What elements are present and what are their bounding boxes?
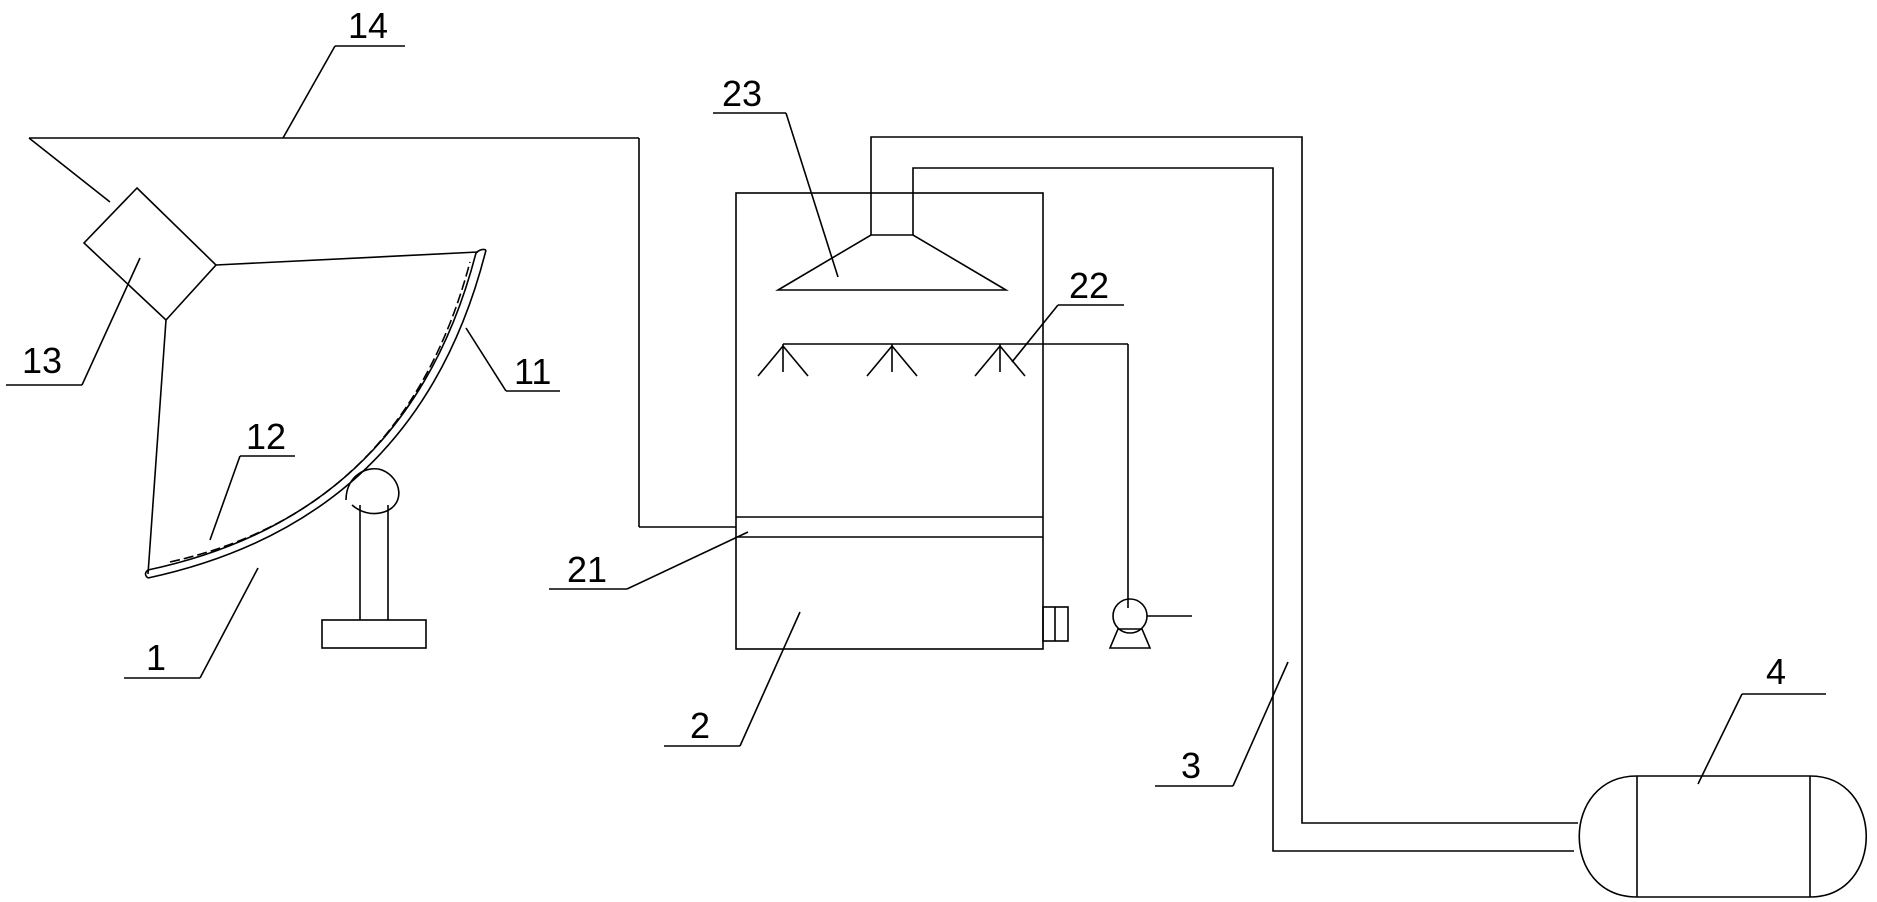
pump-base: [1108, 628, 1152, 649]
label-4: 4: [1766, 651, 1786, 692]
label-2: 2: [690, 705, 710, 746]
pump: [1108, 598, 1192, 649]
stand-pivot: [345, 468, 400, 515]
duct-outer-wall: [870, 136, 1578, 824]
duct-3: [870, 136, 1578, 852]
spray-nozzle: [866, 344, 918, 377]
label-21: 21: [567, 549, 607, 590]
spray-assembly: [757, 343, 1129, 608]
stand-base: [321, 619, 427, 649]
label-22: 22: [1069, 265, 1109, 306]
spray-nozzle: [757, 344, 809, 377]
label-3: 3: [1181, 745, 1201, 786]
support-arm-upper: [215, 251, 479, 266]
label-12: 12: [246, 416, 286, 457]
storage-tank: [1578, 775, 1867, 898]
label-14: 14: [348, 5, 388, 46]
dish-outer-arc: [147, 249, 487, 579]
spray-nozzle: [974, 344, 1026, 377]
label-23: 23: [722, 73, 762, 114]
reflector-layer: [169, 261, 471, 563]
collection-hood: [775, 234, 1009, 291]
dish-rim-bottom: [144, 569, 149, 579]
pump-body: [1112, 598, 1148, 634]
tower-body: [735, 192, 1044, 650]
tower-unit: [735, 192, 1192, 650]
label-1: 1: [146, 637, 166, 678]
receiver-box: [82, 186, 218, 322]
support-arm-lower: [147, 319, 167, 575]
label-11: 11: [514, 351, 551, 392]
receiver-feed-line: [28, 137, 111, 203]
label-13: 13: [22, 340, 62, 381]
leader-lines: [6, 45, 1826, 787]
tank-shell: [1578, 775, 1867, 898]
duct-inner-wall: [912, 167, 1574, 852]
dish-inner-arc: [147, 252, 477, 571]
solar-dish-assembly: [28, 137, 736, 649]
